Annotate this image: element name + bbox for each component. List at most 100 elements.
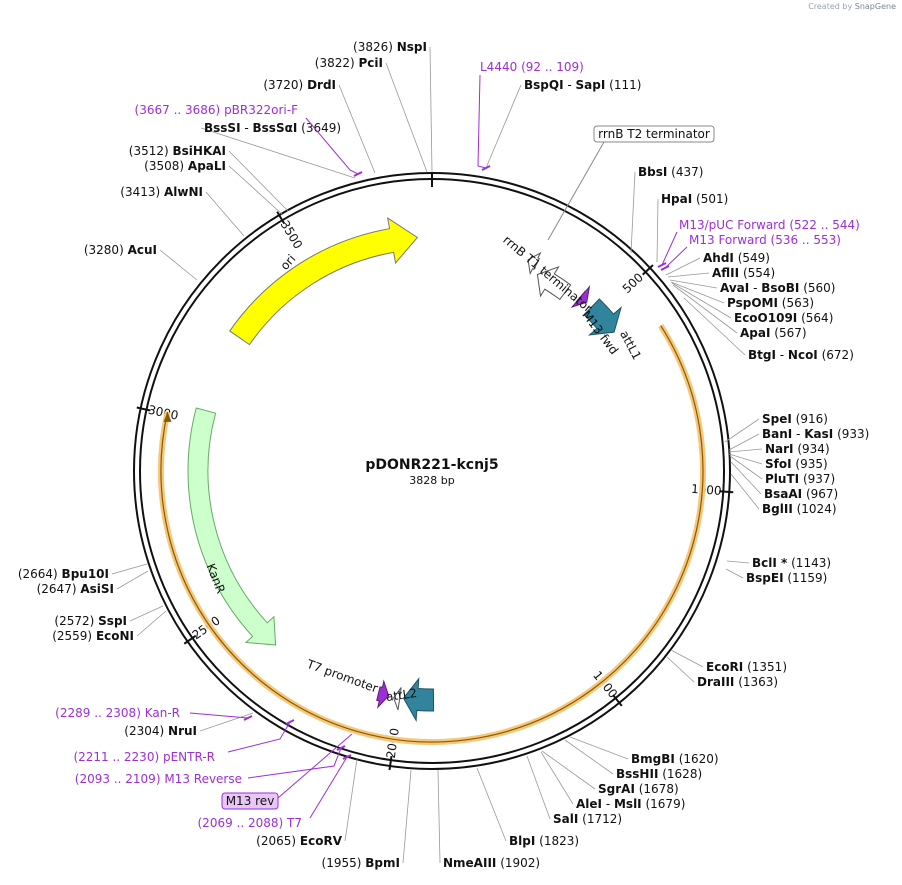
site-leader-bbsi	[630, 171, 636, 254]
site-label-blpi[interactable]: BlpI (1823)	[509, 834, 579, 848]
site-label-nmeaiii[interactable]: NmeAIII (1902)	[443, 856, 540, 870]
enzyme-name: BtgI	[748, 348, 776, 362]
enzyme-name: AleI	[576, 797, 602, 811]
primer-label-pbr322[interactable]: (3667 .. 3686) pBR322ori-F	[135, 103, 299, 117]
primer-range: (3667 .. 3686)	[135, 103, 221, 117]
site-label-acui[interactable]: (3280) AcuI	[84, 243, 157, 257]
site-label-bpu10i[interactable]: (2664) Bpu10I	[18, 567, 109, 581]
site-label-ecori[interactable]: EcoRI (1351)	[706, 660, 787, 674]
site-label-sspi[interactable]: (2572) SspI	[54, 614, 127, 628]
enzyme-name: SfoI	[765, 457, 792, 471]
site-label-bsshii[interactable]: BssHII (1628)	[616, 767, 702, 781]
attl2-label: attL2	[385, 686, 418, 704]
site-position: (1024)	[797, 502, 837, 516]
site-label-bbsi[interactable]: BbsI (437)	[638, 165, 703, 179]
site-label-eco0109[interactable]: EcoO109I (564)	[734, 311, 833, 325]
primer-mark-m13rev	[336, 745, 346, 751]
site-label-bspei[interactable]: BspEI (1159)	[746, 571, 827, 585]
site-leader-bcli	[726, 560, 750, 564]
site-label-apai[interactable]: ApaI (567)	[740, 326, 807, 340]
isoschizomer-name: BssSαI	[253, 121, 298, 135]
site-label-bani[interactable]: BanI - KasI (933)	[762, 427, 869, 441]
primer-label-l4440[interactable]: L4440 (92 .. 109)	[480, 60, 584, 74]
enzyme-name: AflII	[712, 266, 739, 280]
site-label-avai[interactable]: AvaI - BsoBI (560)	[720, 281, 835, 295]
site-label-bsihkai[interactable]: (3512) BsiHKAI	[129, 144, 226, 158]
site-position: (563)	[782, 296, 814, 310]
primer-label-pentr[interactable]: (2211 .. 2230) pENTR-R	[73, 750, 215, 764]
site-position: (437)	[671, 165, 703, 179]
primer-labels: L4440 (92 .. 109) (3667 .. 3686) pBR322or…	[55, 60, 860, 830]
site-label-bmgbi[interactable]: BmgBI (1620)	[631, 752, 719, 766]
site-position: (2572)	[54, 614, 94, 628]
site-label-drdi[interactable]: (3720) DrdI	[263, 78, 336, 92]
site-label-econi[interactable]: (2559) EcoNI	[52, 629, 134, 643]
site-label-alwni[interactable]: (3413) AlwNI	[120, 185, 203, 199]
site-label-btgi[interactable]: BtgI - NcoI (672)	[748, 348, 854, 362]
site-label-bcli[interactable]: BclI * (1143)	[752, 556, 831, 570]
enzyme-name: PluTI	[765, 472, 799, 486]
site-label-ahdi[interactable]: AhdI (549)	[703, 251, 770, 265]
primer-mark-l4440	[481, 165, 491, 171]
site-label-sgrai[interactable]: SgrAI (1678)	[598, 782, 679, 796]
site-label-spei[interactable]: SpeI (916)	[762, 412, 828, 426]
site-label-bsaai[interactable]: BsaAI (967)	[764, 487, 838, 501]
site-label-pcii[interactable]: (3822) PciI	[315, 56, 383, 70]
site-label-pluti[interactable]: PluTI (937)	[765, 472, 835, 486]
enzyme-name: BsaAI	[764, 487, 802, 501]
site-label-bsssi[interactable]: BssSI - BssSαI (3649)	[204, 121, 341, 135]
primer-label-m13fwd[interactable]: M13 Forward (536 .. 553)	[689, 233, 841, 247]
site-label-nrui[interactable]: (2304) NruI	[124, 724, 197, 738]
site-label-asisi[interactable]: (2647) AsiSI	[37, 582, 114, 596]
site-label-ecorv[interactable]: (2065) EcoRV	[256, 834, 343, 848]
site-leader-avai	[669, 279, 718, 289]
primer-leader-m13fwd	[664, 246, 688, 269]
enzyme-name: NruI	[168, 724, 197, 738]
primer-name: pENTR-R	[163, 750, 215, 764]
site-position: (2559)	[52, 629, 92, 643]
site-label-alei[interactable]: AleI - MslI (1679)	[576, 797, 685, 811]
site-leader-spei	[724, 418, 760, 443]
site-label-sfoi[interactable]: SfoI (935)	[765, 457, 828, 471]
site-position: (1678)	[639, 782, 679, 796]
site-position: (1351)	[747, 660, 787, 674]
primer-label-m13rev[interactable]: (2093 .. 2109) M13 Reverse	[75, 772, 242, 786]
site-leader-nrui	[199, 712, 254, 732]
site-label-bspqi[interactable]: BspQI - SapI (111)	[524, 78, 641, 92]
site-leader-asisi	[116, 570, 149, 590]
site-label-nspi[interactable]: (3826) NspI	[353, 40, 427, 54]
site-position: (3720)	[263, 78, 303, 92]
site-label-aflii[interactable]: AflII (554)	[712, 266, 775, 280]
enzyme-name: ApaI	[740, 326, 770, 340]
t7-promoter-feature	[393, 687, 402, 711]
site-position: (1712)	[582, 812, 622, 826]
tick-mark	[719, 490, 734, 494]
primer-range: (2289 .. 2308)	[55, 706, 141, 720]
site-label-apali[interactable]: (3508) ApaLI	[144, 159, 226, 173]
enzyme-name: NspI	[397, 40, 427, 54]
site-label-draiii[interactable]: DraIII (1363)	[697, 675, 778, 689]
primer-label-m13puc[interactable]: M13/pUC Forward (522 .. 544)	[679, 218, 860, 232]
site-label-psp[interactable]: PspOMI (563)	[727, 296, 814, 310]
site-label-sali[interactable]: SalI (1712)	[553, 812, 622, 826]
primer-label-t7[interactable]: (2069 .. 2088) T7	[198, 816, 303, 830]
enzyme-name: EcoRI	[706, 660, 743, 674]
enzyme-name: DraIII	[697, 675, 734, 689]
site-label-bglii[interactable]: BglII (1024)	[762, 502, 837, 516]
enzyme-name: BlpI	[509, 834, 535, 848]
site-leader-apai	[672, 284, 738, 334]
tick-mark	[136, 406, 151, 412]
site-label-bpmi[interactable]: (1955) BpmI	[322, 856, 400, 870]
enzyme-name: NarI	[765, 442, 794, 456]
site-leader-nari	[728, 448, 763, 453]
site-leader-btgi	[683, 297, 746, 356]
site-label-hpai[interactable]: HpaI (501)	[661, 192, 728, 206]
site-position: (3508)	[144, 159, 184, 173]
site-position: (3822)	[315, 56, 355, 70]
site-label-nari[interactable]: NarI (934)	[765, 442, 830, 456]
enzyme-name: AcuI	[128, 243, 157, 257]
insert-highlight	[158, 324, 706, 745]
primer-label-kanr[interactable]: (2289 .. 2308) Kan-R	[55, 706, 180, 720]
enzyme-name: BspEI	[746, 571, 784, 585]
site-position: (935)	[795, 457, 827, 471]
